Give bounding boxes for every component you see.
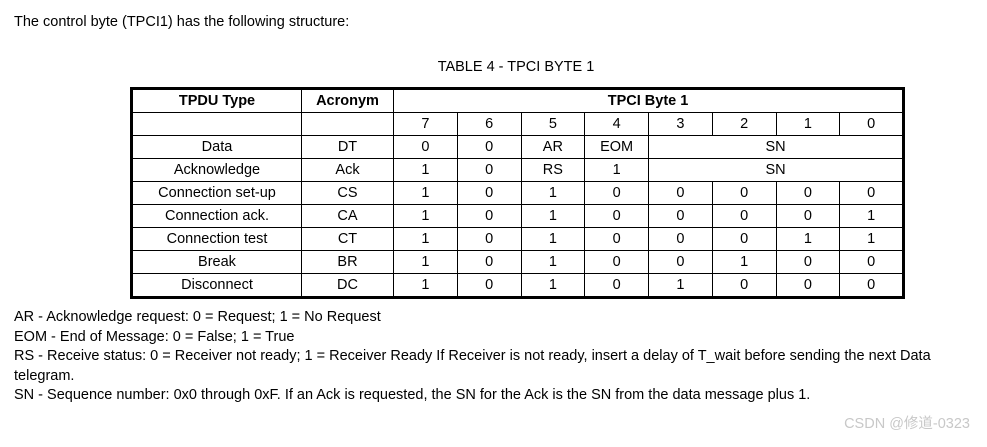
- cell-bit: 0: [456, 135, 522, 159]
- cell-bit: 0: [711, 273, 777, 298]
- cell-acronym: CT: [301, 227, 394, 251]
- bit-label-6: 6: [456, 112, 522, 136]
- cell-bit: EOM: [584, 135, 649, 159]
- cell-bit: 1: [520, 204, 586, 228]
- cell-acronym: DC: [301, 273, 394, 298]
- cell-acronym: Ack: [301, 158, 394, 182]
- cell-tpdu-type: Break: [131, 250, 302, 274]
- cell-bit: 1: [393, 273, 458, 298]
- cell-bit: 0: [456, 158, 522, 182]
- footnote-line: EOM - End of Message: 0 = False; 1 = Tru…: [14, 328, 295, 345]
- cell-bit: 1: [584, 158, 649, 182]
- cell-bit: 1: [520, 250, 586, 274]
- cell-bit: 0: [456, 227, 522, 251]
- cell-bit: 0: [839, 250, 905, 274]
- cell-bit: 0: [839, 273, 905, 298]
- cell-acronym: CA: [301, 204, 394, 228]
- cell-tpdu-type: Acknowledge: [131, 158, 302, 182]
- cell-tpdu-type: Connection test: [131, 227, 302, 251]
- cell-bit: 1: [520, 227, 586, 251]
- bit-label-5: 5: [520, 112, 586, 136]
- cell-bit: 0: [584, 181, 649, 205]
- cell-bit: 0: [456, 204, 522, 228]
- cell-bit: 0: [584, 204, 649, 228]
- cell-acronym: CS: [301, 181, 394, 205]
- cell-bit: 0: [775, 181, 841, 205]
- cell-acronym: BR: [301, 250, 394, 274]
- cell-bit: 0: [456, 181, 522, 205]
- cell-bit: 0: [584, 250, 649, 274]
- cell-tpdu-type: Connection set-up: [131, 181, 302, 205]
- cell-bit: 0: [648, 250, 713, 274]
- cell-bit: 0: [839, 181, 905, 205]
- header-acronym: Acronym: [301, 88, 394, 113]
- watermark: CSDN @修道-0323: [844, 416, 970, 432]
- table-title: TABLE 4 - TPCI BYTE 1: [437, 59, 595, 75]
- cell-bit: 0: [775, 250, 841, 274]
- bit-label-7: 7: [393, 112, 458, 136]
- cell-bit: 1: [520, 181, 586, 205]
- cell-bit: 0: [648, 204, 713, 228]
- cell-bit: 0: [711, 181, 777, 205]
- cell-bit: 1: [711, 250, 777, 274]
- cell-bit: 0: [584, 273, 649, 298]
- cell-bit: 1: [393, 204, 458, 228]
- cell-sn-merged: SN: [647, 135, 905, 159]
- footnotes-block: AR - Acknowledge request: 0 = Request; 1…: [14, 308, 974, 406]
- cell-bit: 1: [393, 227, 458, 251]
- bit-label-2: 2: [711, 112, 777, 136]
- bit-label-1: 1: [775, 112, 841, 136]
- cell-tpdu-type: Connection ack.: [131, 204, 302, 228]
- bit-label-3: 3: [648, 112, 713, 136]
- cell-tpdu-type: Data: [131, 135, 302, 159]
- cell-bit: 1: [520, 273, 586, 298]
- cell-bit: 0: [648, 181, 713, 205]
- cell-bit: 1: [393, 158, 458, 182]
- cell-bit: 0: [711, 204, 777, 228]
- footnote-line: AR - Acknowledge request: 0 = Request; 1…: [14, 309, 381, 325]
- cell-acronym: DT: [301, 135, 394, 159]
- cell-bit: 0: [393, 135, 458, 159]
- bit-label-0: 0: [839, 112, 905, 136]
- cell-bit: 1: [775, 227, 841, 251]
- cell-sn-merged: SN: [647, 158, 905, 182]
- header-tpci-byte: TPCI Byte 1: [392, 88, 905, 113]
- cell-bit: 1: [393, 250, 458, 274]
- cell-bit: 0: [584, 227, 649, 251]
- bit-row-acronym-spacer: [301, 112, 394, 136]
- bit-row-type-spacer: [131, 112, 302, 136]
- cell-bit: 0: [775, 204, 841, 228]
- cell-bit: 0: [456, 250, 522, 274]
- cell-bit: 0: [775, 273, 841, 298]
- cell-bit: 0: [711, 227, 777, 251]
- footnote-line: RS - Receive status: 0 = Receiver not re…: [14, 348, 931, 384]
- cell-bit: 1: [839, 204, 905, 228]
- footnote-line: SN - Sequence number: 0x0 through 0xF. I…: [14, 387, 811, 403]
- cell-bit: 1: [839, 227, 905, 251]
- cell-bit: RS: [520, 158, 586, 182]
- cell-tpdu-type: Disconnect: [131, 273, 302, 298]
- cell-bit: 1: [648, 273, 713, 298]
- cell-bit: 0: [456, 273, 522, 298]
- cell-bit: 1: [393, 181, 458, 205]
- bit-label-4: 4: [584, 112, 649, 136]
- cell-bit: 0: [648, 227, 713, 251]
- header-tpdu-type: TPDU Type: [131, 88, 302, 113]
- cell-bit: AR: [520, 135, 586, 159]
- intro-text: The control byte (TPCI1) has the followi…: [14, 14, 350, 30]
